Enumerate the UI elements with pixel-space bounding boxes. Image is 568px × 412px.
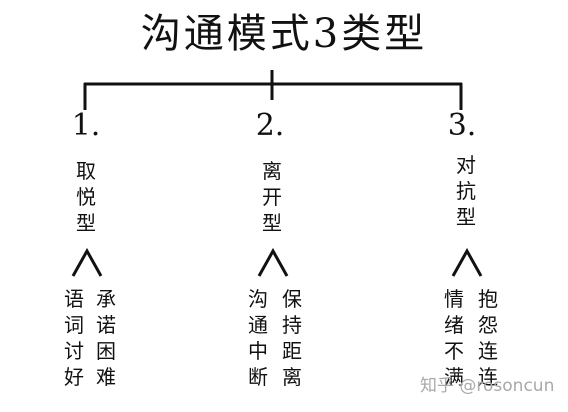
branch-3-type-label: 对 抗 型 [456, 153, 476, 229]
branch-3-number: 3. [447, 108, 477, 143]
branch-2-split-icon [257, 248, 289, 277]
branch-2-example-1: 沟 通 中 断 [248, 287, 268, 389]
branch-3-example-1: 情 绪 不 满 [444, 287, 464, 389]
branch-1-split-icon [71, 248, 103, 277]
branch-1-type-label: 取 悦 型 [76, 159, 96, 235]
branch-2-number: 2. [255, 108, 285, 143]
watermark: 知乎 @rosoncun [420, 376, 555, 396]
branch-1-number: 1. [71, 108, 101, 143]
branch-2-example-2: 保 持 距 离 [282, 287, 302, 389]
branch-3-split-icon [451, 248, 483, 277]
branch-1-example-1: 语 词 讨 好 [64, 287, 84, 389]
branch-2-type-label: 离 开 型 [262, 159, 282, 235]
branch-1-example-2: 承 诺 困 难 [96, 287, 116, 389]
branch-3-example-2: 抱 怨 连 连 [478, 287, 498, 389]
diagram-title: 沟通模式3类型 [140, 11, 428, 57]
